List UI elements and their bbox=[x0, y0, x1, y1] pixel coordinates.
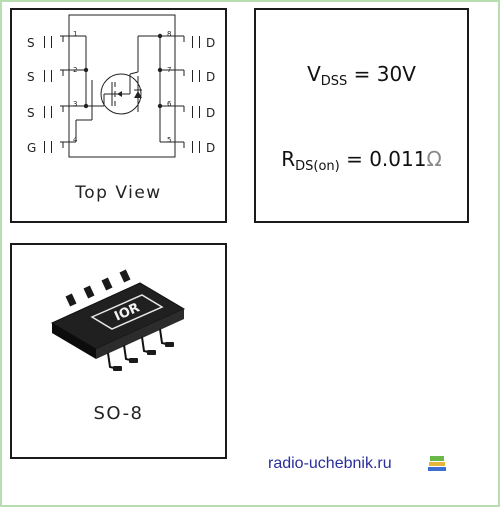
ic-body-outline bbox=[68, 14, 176, 158]
pin-mark-right bbox=[192, 36, 200, 48]
rds-value: = 0.011 bbox=[346, 147, 427, 171]
specs-box: VDSS = 30V RDS(on) = 0.011Ω bbox=[254, 8, 469, 223]
mosfet-arrow bbox=[117, 91, 122, 97]
pin-label-d6: D bbox=[206, 106, 216, 120]
pin-mark-left bbox=[44, 70, 52, 82]
gate-path bbox=[69, 80, 93, 143]
rear-leads bbox=[65, 269, 131, 307]
so8-package-illustration: IOR bbox=[50, 269, 186, 371]
pin-label-d8: D bbox=[206, 36, 216, 50]
pin-number-7: 7 bbox=[167, 66, 172, 74]
pin-mark-right bbox=[192, 141, 200, 153]
pin-mark-left bbox=[44, 36, 52, 48]
pin-label-d7: D bbox=[206, 70, 216, 84]
package-box: IOR SO-8 bbox=[10, 243, 227, 459]
pin-label-s3: S bbox=[27, 106, 35, 120]
logo-frame bbox=[90, 294, 164, 330]
rds-spec: RDS(on) = 0.011Ω bbox=[256, 147, 467, 174]
drain-bus bbox=[137, 35, 175, 143]
pin-number-3: 3 bbox=[73, 100, 78, 108]
pin-label-g4: G bbox=[27, 141, 37, 155]
drain-junction-dot bbox=[157, 67, 163, 73]
pin-mark-right bbox=[192, 70, 200, 82]
pin-number-2: 2 bbox=[73, 66, 78, 74]
pin-number-8: 8 bbox=[167, 30, 172, 38]
pin-mark-right bbox=[192, 106, 200, 118]
pin-number-6: 6 bbox=[167, 100, 172, 108]
vdss-value: = 30V bbox=[353, 62, 416, 86]
pin-mark-left bbox=[44, 141, 52, 153]
rds-symbol: R bbox=[281, 147, 296, 171]
pin-label-d5: D bbox=[206, 141, 216, 155]
drain-junction-dot bbox=[157, 33, 163, 39]
pin-number-1: 1 bbox=[73, 30, 78, 38]
vdss-spec: VDSS = 30V bbox=[256, 62, 467, 89]
pin-mark-left bbox=[44, 106, 52, 118]
source-junction-dot bbox=[83, 103, 89, 109]
rds-subscript: DS(on) bbox=[295, 159, 340, 174]
drain-junction-dot bbox=[157, 103, 163, 109]
rds-unit: Ω bbox=[426, 147, 442, 171]
top-view-caption: Top View bbox=[75, 183, 162, 203]
package-body-side bbox=[96, 309, 184, 359]
left-pin-ticks bbox=[60, 35, 69, 148]
pinout-schematic bbox=[60, 14, 185, 158]
package-body-side bbox=[52, 323, 96, 359]
body-diode-triangle bbox=[134, 91, 142, 98]
pin-label-s2: S bbox=[27, 70, 35, 84]
pin-number-5: 5 bbox=[167, 136, 172, 144]
vdss-symbol: V bbox=[307, 62, 321, 86]
right-pin-ticks bbox=[175, 35, 185, 148]
vdss-subscript: DSS bbox=[320, 74, 348, 89]
front-lead-feet bbox=[113, 342, 174, 371]
pin-number-4: 4 bbox=[73, 136, 78, 144]
site-link[interactable]: radio-uchebnik.ru bbox=[268, 455, 392, 472]
pinout-diagram-box: S S S G 1 2 3 4 8 7 6 5 D D D D Top View bbox=[10, 8, 227, 223]
package-caption: SO-8 bbox=[93, 403, 144, 424]
pin-label-s1: S bbox=[27, 36, 35, 50]
source-junction-dot bbox=[83, 67, 89, 73]
books-icon bbox=[426, 453, 448, 478]
